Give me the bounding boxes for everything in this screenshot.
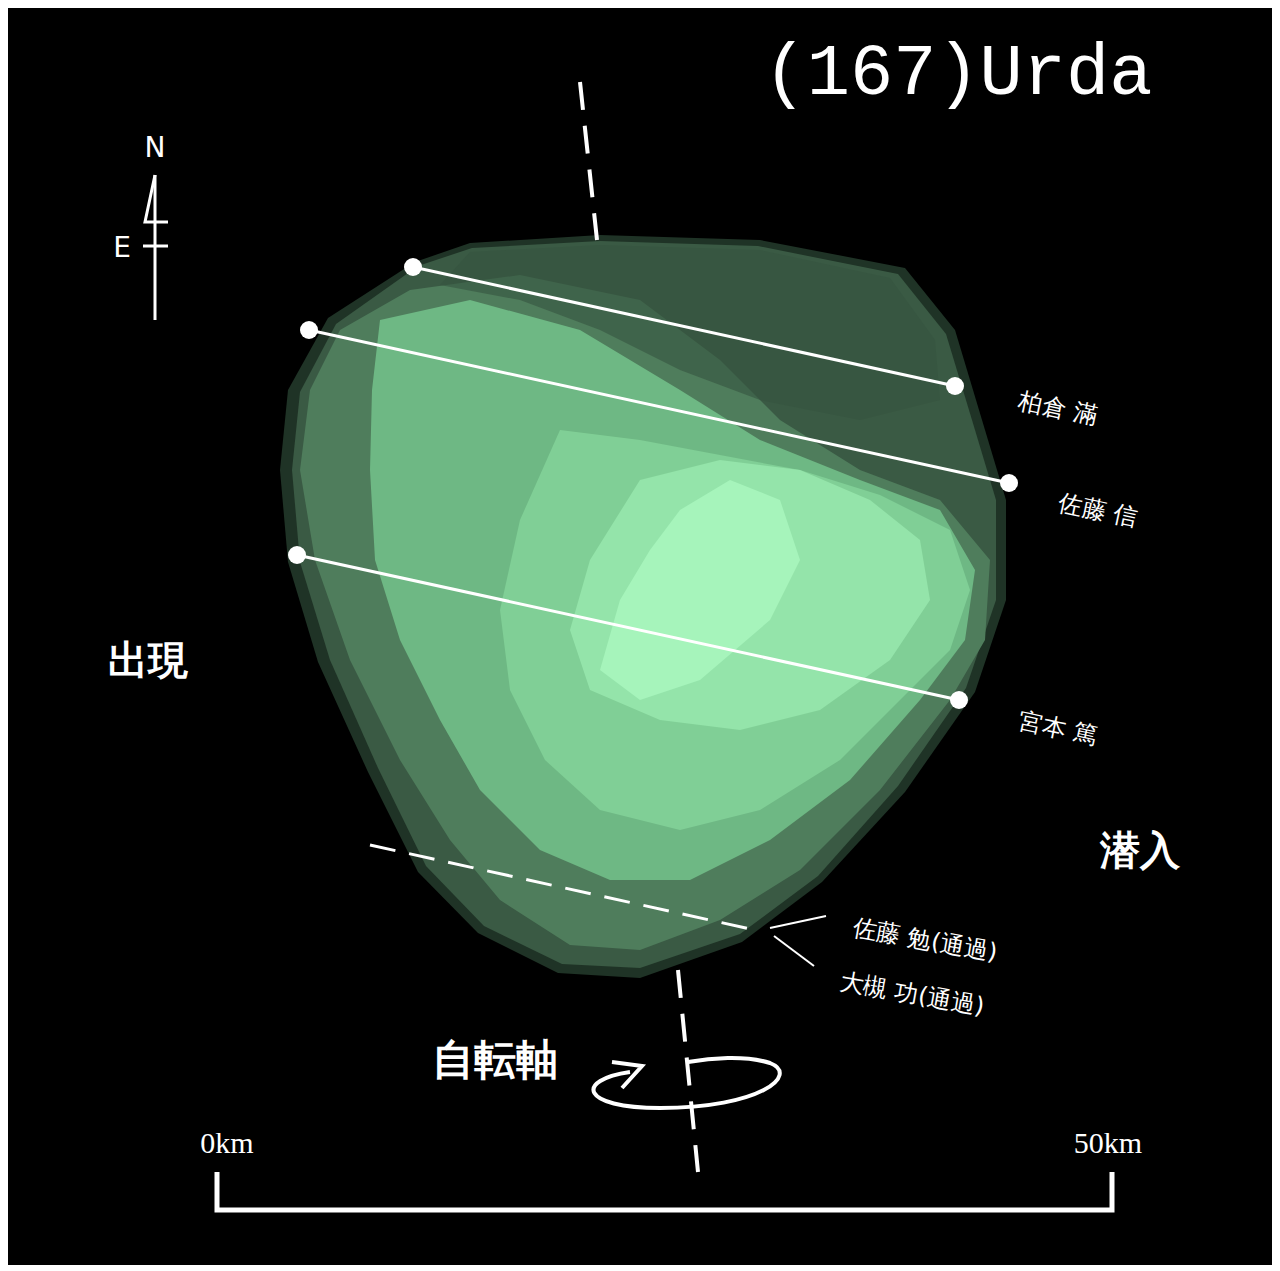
scale-bar [217,1172,1112,1210]
disappearance-label: 潜入 [1100,830,1180,870]
chord [413,267,955,386]
asteroid-facet [570,460,930,730]
title: (167)Urda [764,39,1153,111]
asteroid-facet [500,430,970,830]
rotation-arrow [594,1058,780,1108]
rotation-axis [678,970,698,1172]
chord [309,330,1009,483]
compass [143,245,168,248]
reappearance-label: 出現 [108,640,188,680]
compass-east: E [113,234,131,262]
scale-value: 50km [1074,1128,1142,1158]
chord-endpoints [288,258,1018,709]
miss-chord [370,845,755,930]
leader-line [770,916,826,928]
compass [145,175,168,222]
scale-value: 0km [200,1128,253,1158]
asteroid-facet [600,480,800,700]
chord [297,555,959,700]
compass-north: N [145,134,166,162]
axis-label: 自転軸 [432,1039,558,1081]
rotation-axis [580,82,597,240]
leader-line [774,936,814,966]
rotation-arrowhead [612,1062,642,1088]
asteroid-facet [440,245,940,420]
background [8,8,1272,1265]
